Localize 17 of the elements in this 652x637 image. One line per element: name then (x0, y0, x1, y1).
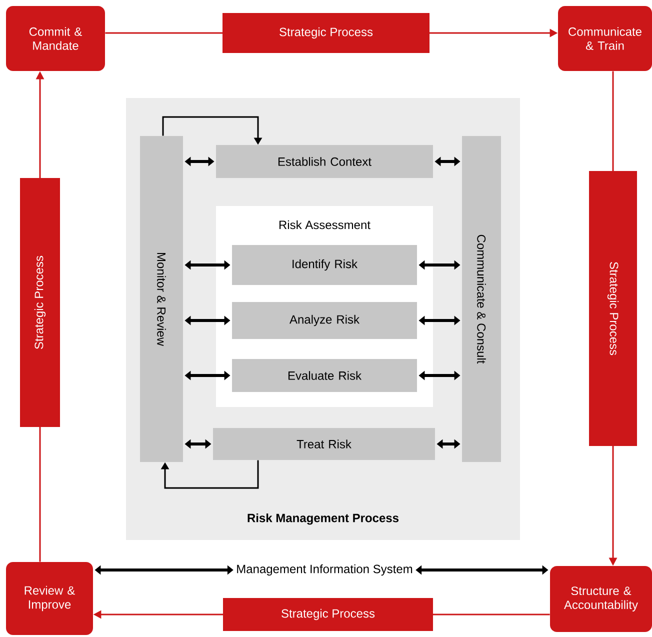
elbow-arrow (160, 460, 259, 489)
edge-label: Strategic Process (223, 598, 433, 631)
process-box: Analyze Risk (232, 302, 417, 339)
step-box: Review & Improve (6, 562, 93, 635)
side-bar: Monitor & Review (140, 136, 183, 462)
process-box: Establish Context (216, 145, 433, 178)
side-bar: Communicate & Consult (462, 136, 501, 462)
step-box: Structure & Accountability (550, 566, 652, 632)
step-box: Communicate & Train (558, 6, 652, 71)
process-box: Identify Risk (232, 245, 417, 285)
process-box: Evaluate Risk (232, 359, 417, 392)
edge-label: Strategic Process (222, 13, 430, 53)
system-label: Management Information System (237, 564, 412, 576)
process-box: Treat Risk (213, 428, 435, 460)
step-box: Commit & Mandate (6, 6, 105, 71)
edge-label: Strategic Process (589, 171, 637, 446)
edge-label: Strategic Process (20, 178, 60, 427)
